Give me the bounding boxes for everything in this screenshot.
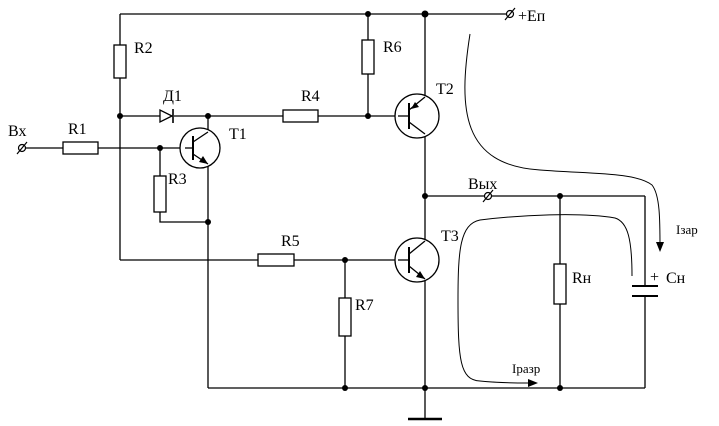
diode-d1 xyxy=(159,108,174,124)
label-i-discharge: Iразр xyxy=(512,361,540,376)
label-t1: T1 xyxy=(229,126,247,143)
label-i-charge: Iзар xyxy=(676,222,698,237)
label-input: Вх xyxy=(8,123,26,140)
resistor-r6 xyxy=(361,39,375,75)
label-r1: R1 xyxy=(68,121,87,138)
resistor-rn xyxy=(553,263,567,305)
wires xyxy=(22,13,646,418)
output-terminal xyxy=(482,189,494,203)
resistor-r2 xyxy=(113,44,127,79)
label-cap-plus: + xyxy=(650,269,659,286)
discharge-arrow-icon xyxy=(528,379,538,387)
label-r2: R2 xyxy=(134,40,153,57)
resistor-r5 xyxy=(257,253,295,267)
charge-current-path xyxy=(464,33,664,252)
label-output: Вых xyxy=(468,176,497,193)
label-d1: Д1 xyxy=(163,88,182,105)
resistor-r1 xyxy=(62,141,99,155)
charge-arrow-icon xyxy=(656,242,664,252)
label-r6: R6 xyxy=(383,39,402,56)
label-r5: R5 xyxy=(281,233,300,250)
transistor-t2 xyxy=(394,93,440,139)
resistor-r4 xyxy=(282,109,319,123)
junction-dots xyxy=(117,10,563,391)
label-cn: Cн xyxy=(666,270,686,287)
transistor-t3 xyxy=(394,237,440,283)
input-terminal xyxy=(16,141,28,155)
label-r3: R3 xyxy=(168,171,187,188)
supply-terminal xyxy=(504,7,516,21)
capacitor-cn xyxy=(632,285,658,297)
label-r7: R7 xyxy=(355,297,374,314)
label-rn: Rн xyxy=(572,270,592,287)
label-supply: +Eп xyxy=(518,8,546,25)
resistor-r7 xyxy=(338,297,352,337)
label-t3: T3 xyxy=(441,228,459,245)
resistor-r3 xyxy=(153,175,167,213)
discharge-current-path xyxy=(457,214,633,387)
label-t2: T2 xyxy=(436,81,454,98)
transistor-t1 xyxy=(179,127,221,169)
label-r4: R4 xyxy=(301,88,320,105)
